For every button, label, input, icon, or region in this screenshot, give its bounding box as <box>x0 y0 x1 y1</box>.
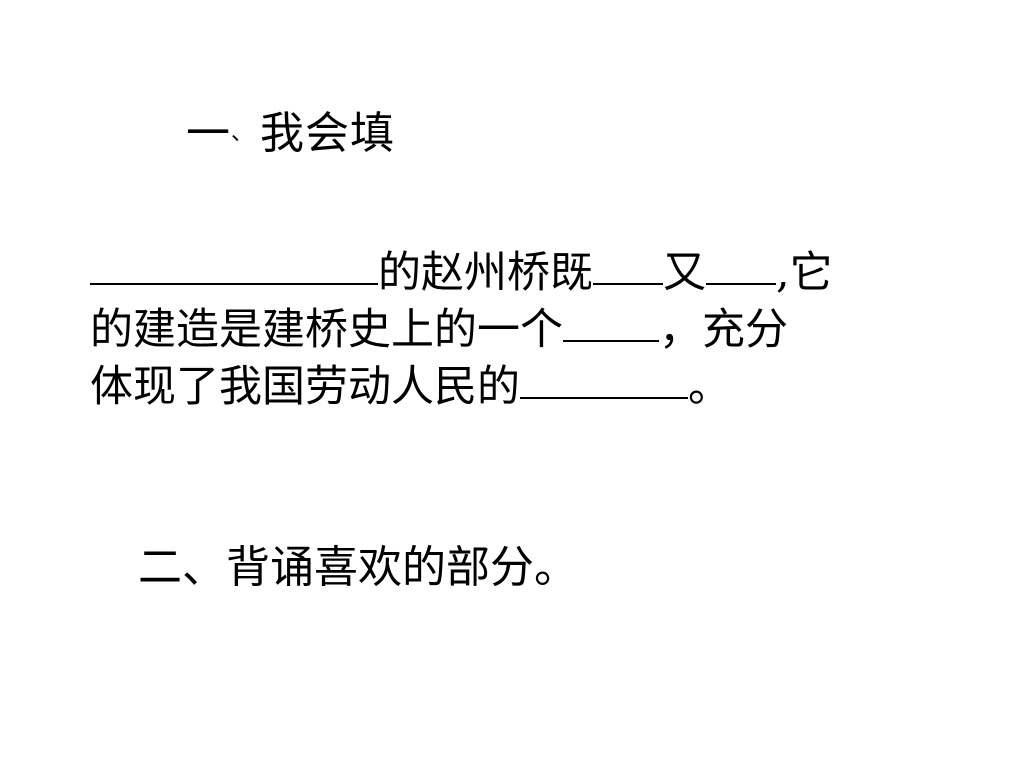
section-2-heading: 二、背诵喜欢的部分。 <box>138 542 578 593</box>
section-1-separator: 、 <box>231 121 255 146</box>
blank-1 <box>90 243 378 285</box>
blank-4 <box>563 300 659 342</box>
section-1-number: 一 <box>186 108 231 159</box>
blank-3 <box>706 243 776 285</box>
passage-line-2: 的建造是建桥史上的一个 ，充分 <box>90 302 930 359</box>
blank-5 <box>520 357 688 399</box>
section-1-title: 我会填 <box>260 108 396 159</box>
blank-2 <box>593 243 663 285</box>
passage-text: 。 <box>688 362 731 412</box>
passage-text: 体现了我国劳动人民的 <box>90 362 520 412</box>
section-1-heading: 一、我会填 <box>186 108 395 160</box>
passage-text: 的赵州桥既 <box>378 248 593 298</box>
passage-line-3: 体现了我国劳动人民的 。 <box>90 359 930 416</box>
passage-text: ,它 <box>776 248 833 298</box>
passage-line-1: 的赵州桥既 又 ,它 <box>90 245 930 302</box>
passage-text: 又 <box>663 248 706 298</box>
passage-text: ，充分 <box>659 305 788 355</box>
passage-text: 的建造是建桥史上的一个 <box>90 305 563 355</box>
fill-in-passage: 的赵州桥既 又 ,它 的建造是建桥史上的一个 ，充分 体现了我国劳动人民的 。 <box>90 245 930 416</box>
